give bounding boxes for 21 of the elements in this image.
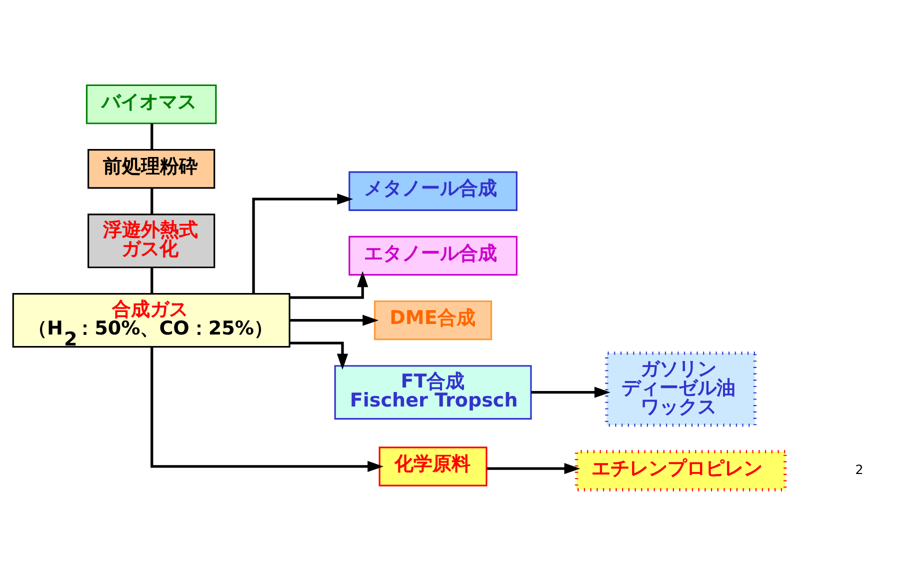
connector bbox=[150, 188, 154, 214]
node-box: メタノール合成 bbox=[348, 171, 518, 211]
node-box: 浮遊外熱式ガス化 bbox=[88, 214, 216, 268]
arrow bbox=[290, 342, 348, 370]
arrow bbox=[486, 463, 580, 474]
node-box: エタノール合成 bbox=[348, 236, 518, 276]
connector bbox=[150, 124, 154, 150]
arrow bbox=[531, 386, 610, 398]
connector bbox=[150, 268, 154, 294]
node-box: FT合成 Fischer Tropsch bbox=[334, 365, 532, 420]
node-box: エチレンプロピレン bbox=[574, 450, 787, 492]
arrow bbox=[290, 314, 378, 326]
node-box: DME合成 bbox=[374, 300, 492, 340]
node-box: ガソリン ディーゼル油 ワックス bbox=[605, 352, 757, 427]
label: 2 bbox=[855, 462, 864, 477]
node-box: 前処理粉砕 bbox=[88, 149, 216, 189]
arrow bbox=[252, 194, 354, 294]
node-box: バイオマス bbox=[86, 84, 217, 124]
node-box: 化学原料 bbox=[378, 446, 488, 486]
arrow bbox=[290, 271, 368, 299]
arrow bbox=[150, 347, 384, 472]
